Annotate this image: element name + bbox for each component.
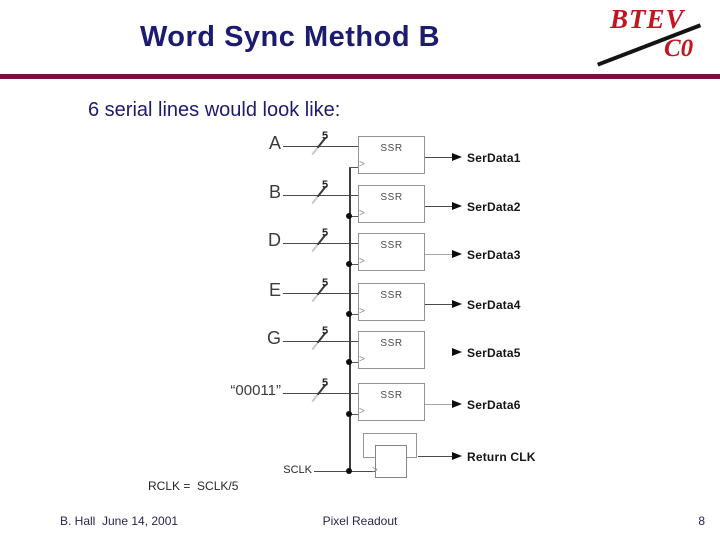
clock-junction-dot [346, 213, 352, 219]
ssr-block: SSR [358, 233, 425, 271]
return-clk-wire [418, 456, 452, 457]
bus-width-label: 5 [322, 277, 329, 289]
clock-stub-wire [349, 314, 358, 315]
input-label: “00011” [230, 382, 281, 399]
clock-input-caret-icon: > [372, 465, 378, 476]
bus-width-label: 5 [322, 130, 329, 142]
bus-width-label: 5 [322, 325, 329, 337]
output-label: SerData1 [467, 151, 521, 165]
title-underline-rule [0, 74, 720, 79]
sclk-junction-dot [346, 468, 352, 474]
btev-logo: BTEV C0 [588, 4, 720, 70]
bus-width-label: 5 [322, 377, 329, 389]
return-clk-label: Return CLK [467, 450, 536, 464]
input-bus-wire [283, 146, 358, 147]
output-wire [425, 404, 452, 405]
clock-distribution-line [349, 167, 351, 472]
clock-divider-box [375, 445, 407, 478]
clock-junction-dot [346, 411, 352, 417]
clock-input-caret-icon: > [359, 354, 365, 365]
clock-stub-wire [349, 264, 358, 265]
ssr-block: SSR [358, 331, 425, 369]
footer-section-title: Pixel Readout [322, 514, 398, 528]
clock-stub-wire [349, 167, 358, 168]
bus-width-label: 5 [322, 227, 329, 239]
clock-input-caret-icon: > [359, 159, 365, 170]
slide-subtitle: 6 serial lines would look like: [88, 99, 341, 121]
clock-junction-dot [346, 359, 352, 365]
output-label: SerData5 [467, 346, 521, 360]
input-label: D [268, 230, 281, 250]
output-arrow-icon [452, 300, 462, 308]
output-arrow-icon [452, 202, 462, 210]
output-wire [425, 206, 452, 207]
output-wire [425, 254, 452, 255]
output-arrow-icon [452, 250, 462, 258]
input-bus-wire [283, 293, 358, 294]
sclk-wire [314, 471, 375, 472]
output-wire [425, 304, 452, 305]
sclk-label: SCLK [283, 464, 312, 476]
input-bus-wire [283, 393, 358, 394]
output-label: SerData2 [467, 200, 521, 214]
output-arrow-icon [452, 153, 462, 161]
output-label: SerData4 [467, 298, 521, 312]
clock-junction-dot [346, 261, 352, 267]
clock-input-caret-icon: > [359, 256, 365, 267]
input-bus-wire [283, 243, 358, 244]
rclk-equation: RCLK = SCLK/5 [148, 479, 239, 493]
input-label: A [268, 133, 281, 153]
slide-title: Word Sync Method B [139, 21, 441, 53]
output-arrow-icon [452, 400, 462, 408]
bus-width-label: 5 [322, 179, 329, 191]
footer-author-date: B. Hall June 14, 2001 [60, 514, 179, 528]
output-label: SerData6 [467, 398, 521, 412]
input-label: G [266, 328, 281, 348]
logo-text-c0: C0 [664, 35, 694, 62]
input-label: B [268, 182, 281, 202]
input-label: E [268, 280, 281, 300]
output-wire [425, 157, 452, 158]
clock-input-caret-icon: > [359, 306, 365, 317]
output-arrow-icon [452, 348, 462, 356]
ssr-block: SSR [358, 185, 425, 223]
return-clk-arrow-icon [452, 452, 462, 460]
clock-stub-wire [349, 216, 358, 217]
clock-input-caret-icon: > [359, 406, 365, 417]
clock-input-caret-icon: > [359, 208, 365, 219]
ssr-block: SSR [358, 383, 425, 421]
footer-page-number: 8 [698, 514, 705, 528]
clock-stub-wire [349, 414, 358, 415]
ssr-block: SSR [358, 136, 425, 174]
clock-stub-wire [349, 362, 358, 363]
output-label: SerData3 [467, 248, 521, 262]
logo-text-btev: BTEV [610, 4, 685, 34]
input-bus-wire [283, 195, 358, 196]
ssr-block: SSR [358, 283, 425, 321]
clock-junction-dot [346, 311, 352, 317]
input-bus-wire [283, 341, 358, 342]
